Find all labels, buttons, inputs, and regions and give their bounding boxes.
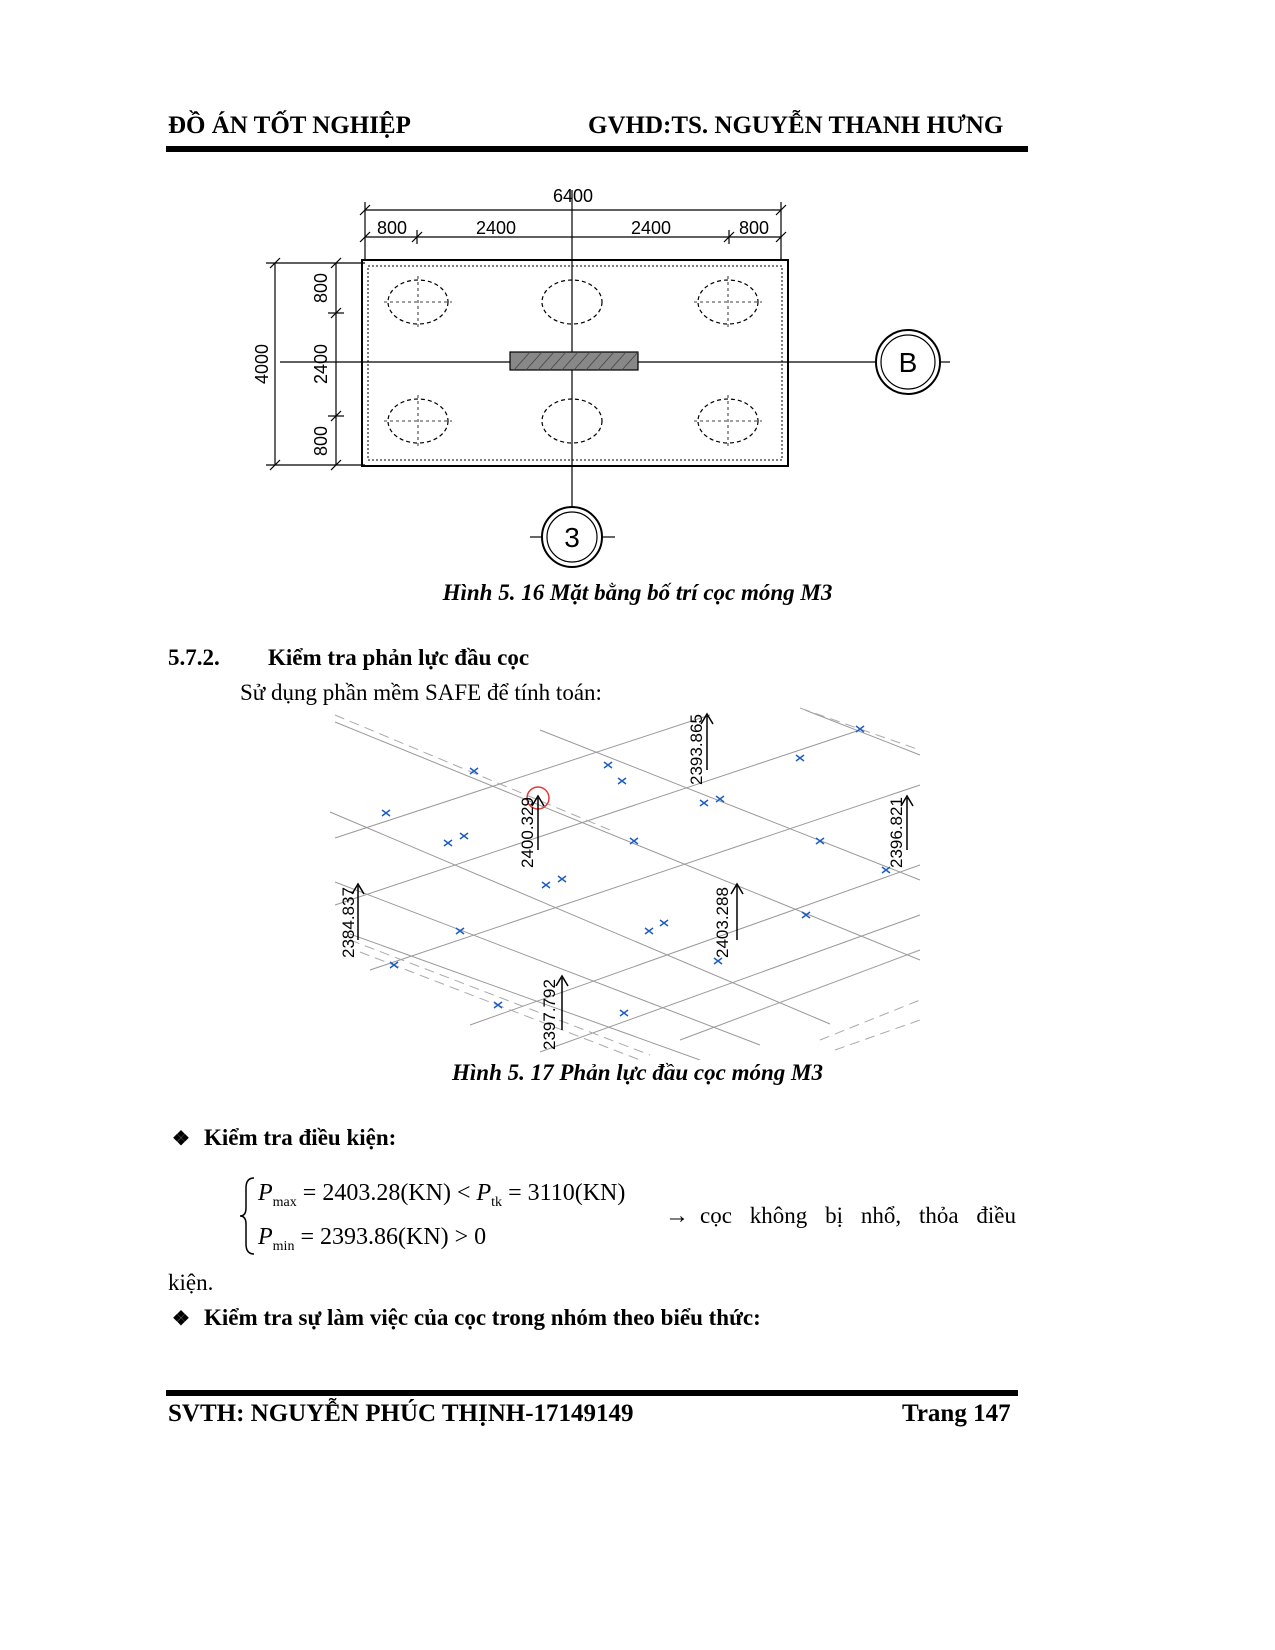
- pile-layout-plan: 6400 800 2400 2400 800 4000 800 2400 800…: [252, 186, 950, 568]
- check1-conclusion: cọc không bị nhổ, thỏa điều: [700, 1203, 1016, 1228]
- dim-total-height: 4000: [252, 344, 272, 384]
- page-number: Trang 147: [902, 1400, 1011, 1427]
- axis-bubble-b: [875, 329, 941, 395]
- section-number: 5.7.2.: [168, 645, 220, 670]
- reaction-label-1: 2393.865: [687, 714, 706, 785]
- pile-reaction-diagram: 2393.865 2400.329 2396.821 2384.837 2403…: [329, 707, 921, 1060]
- reaction-label-6: 2397.792: [540, 979, 559, 1050]
- axis-label-3: 3: [564, 522, 580, 553]
- axis-bubble-3: [541, 506, 603, 568]
- header-left: ĐỒ ÁN TỐT NGHIỆP: [168, 112, 411, 139]
- diamond-bullet-icon: ❖: [172, 1308, 190, 1330]
- dim-y-1: 800: [311, 273, 331, 303]
- pmax-equation: Pmax = 2403.28(KN) < Ptk = 3110(KN): [258, 1180, 626, 1210]
- check2-title: Kiểm tra sự làm việc của cọc trong nhóm …: [204, 1305, 761, 1330]
- arrow-right-icon: →: [665, 1203, 689, 1229]
- pile-circles: [387, 279, 759, 444]
- check1-title: Kiểm tra điều kiện:: [204, 1125, 397, 1150]
- dim-y-3: 800: [311, 426, 331, 456]
- section-title: Kiểm tra phản lực đầu cọc: [268, 645, 530, 670]
- reaction-label-4: 2384.837: [339, 887, 358, 958]
- reaction-label-2: 2400.329: [518, 797, 537, 868]
- figure2-caption: Hình 5. 17 Phản lực đầu cọc móng M3: [452, 1060, 823, 1085]
- check2-heading: ❖ Kiểm tra sự làm việc của cọc trong nhóm…: [172, 1305, 761, 1331]
- dim-y-2: 2400: [311, 344, 331, 384]
- dim-total-width: 6400: [553, 186, 593, 206]
- axis-label-b: B: [899, 347, 918, 378]
- dim-x-3: 2400: [631, 218, 671, 238]
- curly-brace-icon: [239, 1177, 255, 1255]
- grid-nodes: [381, 725, 891, 1017]
- footer-rule: [166, 1390, 1018, 1396]
- check1-heading: ❖ Kiểm tra điều kiện:: [172, 1125, 396, 1151]
- pmin-equation: Pmin = 2393.86(KN) > 0: [258, 1224, 487, 1254]
- section-intro: Sử dụng phần mềm SAFE để tính toán:: [240, 680, 602, 705]
- figure1-caption: Hình 5. 16 Mặt bằng bố trí cọc móng M3: [442, 580, 833, 605]
- reaction-label-5: 2403.288: [713, 887, 732, 958]
- diamond-bullet-icon: ❖: [172, 1128, 190, 1150]
- header-rule: [166, 146, 1028, 152]
- dim-x-2: 2400: [476, 218, 516, 238]
- reaction-label-3: 2396.821: [887, 797, 906, 868]
- dim-x-1: 800: [377, 218, 407, 238]
- check1-conclusion-tail: kiện.: [168, 1270, 214, 1295]
- header-right: GVHD:TS. NGUYỄN THANH HƯNG: [588, 112, 1004, 139]
- footer-left: SVTH: NGUYỄN PHÚC THỊNH-17149149: [168, 1400, 634, 1427]
- dim-x-4: 800: [739, 218, 769, 238]
